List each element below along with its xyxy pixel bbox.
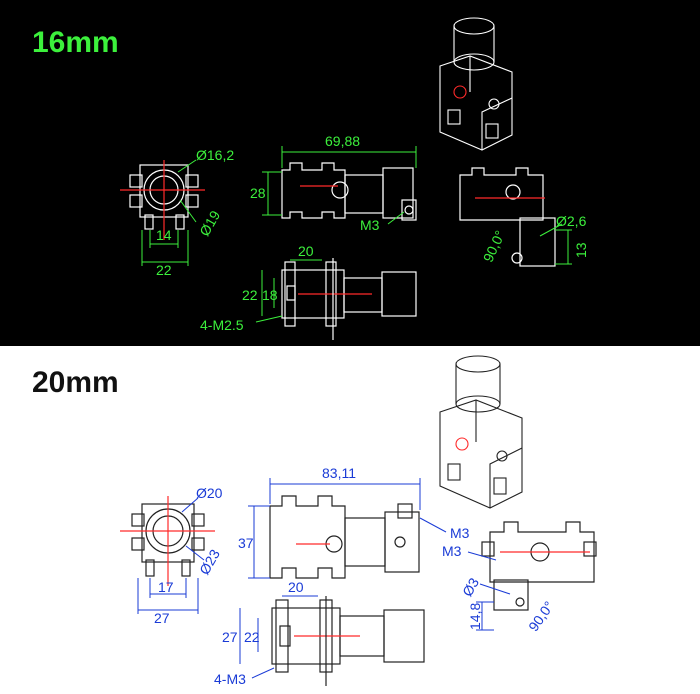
dim-27-20: 27 [222, 629, 238, 645]
dim-18: 18 [262, 287, 278, 303]
panel-20mm: 20mm [0, 346, 700, 694]
bottom-view-16mm [281, 258, 417, 340]
panel-16mm: 16mm [0, 0, 700, 346]
side-dims-16mm [262, 146, 417, 225]
dim-dia-3: Ø3 [459, 575, 482, 599]
side-view-16mm [281, 162, 417, 221]
drawing-16mm: Ø16,2 Ø19 14 22 [120, 17, 589, 340]
front-view-20mm [120, 496, 215, 586]
front-dims-20mm [137, 497, 205, 614]
label-4-m2-5: 4-M2.5 [200, 317, 244, 333]
dim-28: 28 [250, 185, 266, 201]
dim-dia-2-6: Ø2,6 [556, 213, 587, 229]
dim-22-16: 22 [242, 287, 258, 303]
right-view-16mm [459, 167, 556, 267]
iso-view-20mm [439, 355, 523, 509]
dim-27: 27 [154, 610, 170, 626]
dim-69-88: 69,88 [325, 133, 360, 149]
dim-dia-23: Ø23 [196, 546, 223, 577]
label-4-m3: 4-M3 [214, 671, 246, 687]
bottom-dims-16mm [255, 259, 322, 323]
right-dims-20mm [467, 551, 511, 631]
title-20mm: 20mm [32, 366, 119, 399]
side-view-20mm [269, 495, 420, 579]
dim-83-11: 83,11 [322, 465, 356, 481]
label-m3-a: M3 [450, 525, 470, 541]
label-m3-b: M3 [442, 543, 462, 559]
right-view-20mm [481, 521, 597, 611]
dim-20-20: 20 [288, 579, 304, 595]
bottom-dims-20mm [239, 595, 318, 679]
dim-angle-20: 90,0° [525, 598, 557, 634]
drawing-20mm: Ø20 Ø23 17 27 [120, 355, 597, 687]
iso-view-16mm [439, 17, 513, 151]
dim-dia-20: Ø20 [196, 485, 223, 501]
dim-37: 37 [238, 535, 254, 551]
side-dims-20mm [248, 478, 447, 579]
dim-14-8: 14,8 [467, 603, 483, 630]
dim-13: 13 [573, 242, 589, 258]
label-m3-16: M3 [360, 217, 380, 233]
bottom-view-20mm [271, 596, 425, 686]
dim-20-16: 20 [298, 243, 314, 259]
dim-dia-16-2: Ø16,2 [196, 147, 234, 163]
title-16mm: 16mm [32, 26, 119, 59]
dim-14: 14 [156, 227, 172, 243]
front-dims-16mm [141, 159, 197, 266]
dim-dia-19: Ø19 [196, 208, 223, 239]
right-dims-16mm [539, 223, 572, 265]
front-view-16mm [120, 160, 205, 240]
dim-17: 17 [158, 579, 174, 595]
dim-angle-16: 90,0° [480, 228, 508, 265]
dim-22: 22 [156, 262, 172, 278]
dim-22-20: 22 [244, 629, 260, 645]
